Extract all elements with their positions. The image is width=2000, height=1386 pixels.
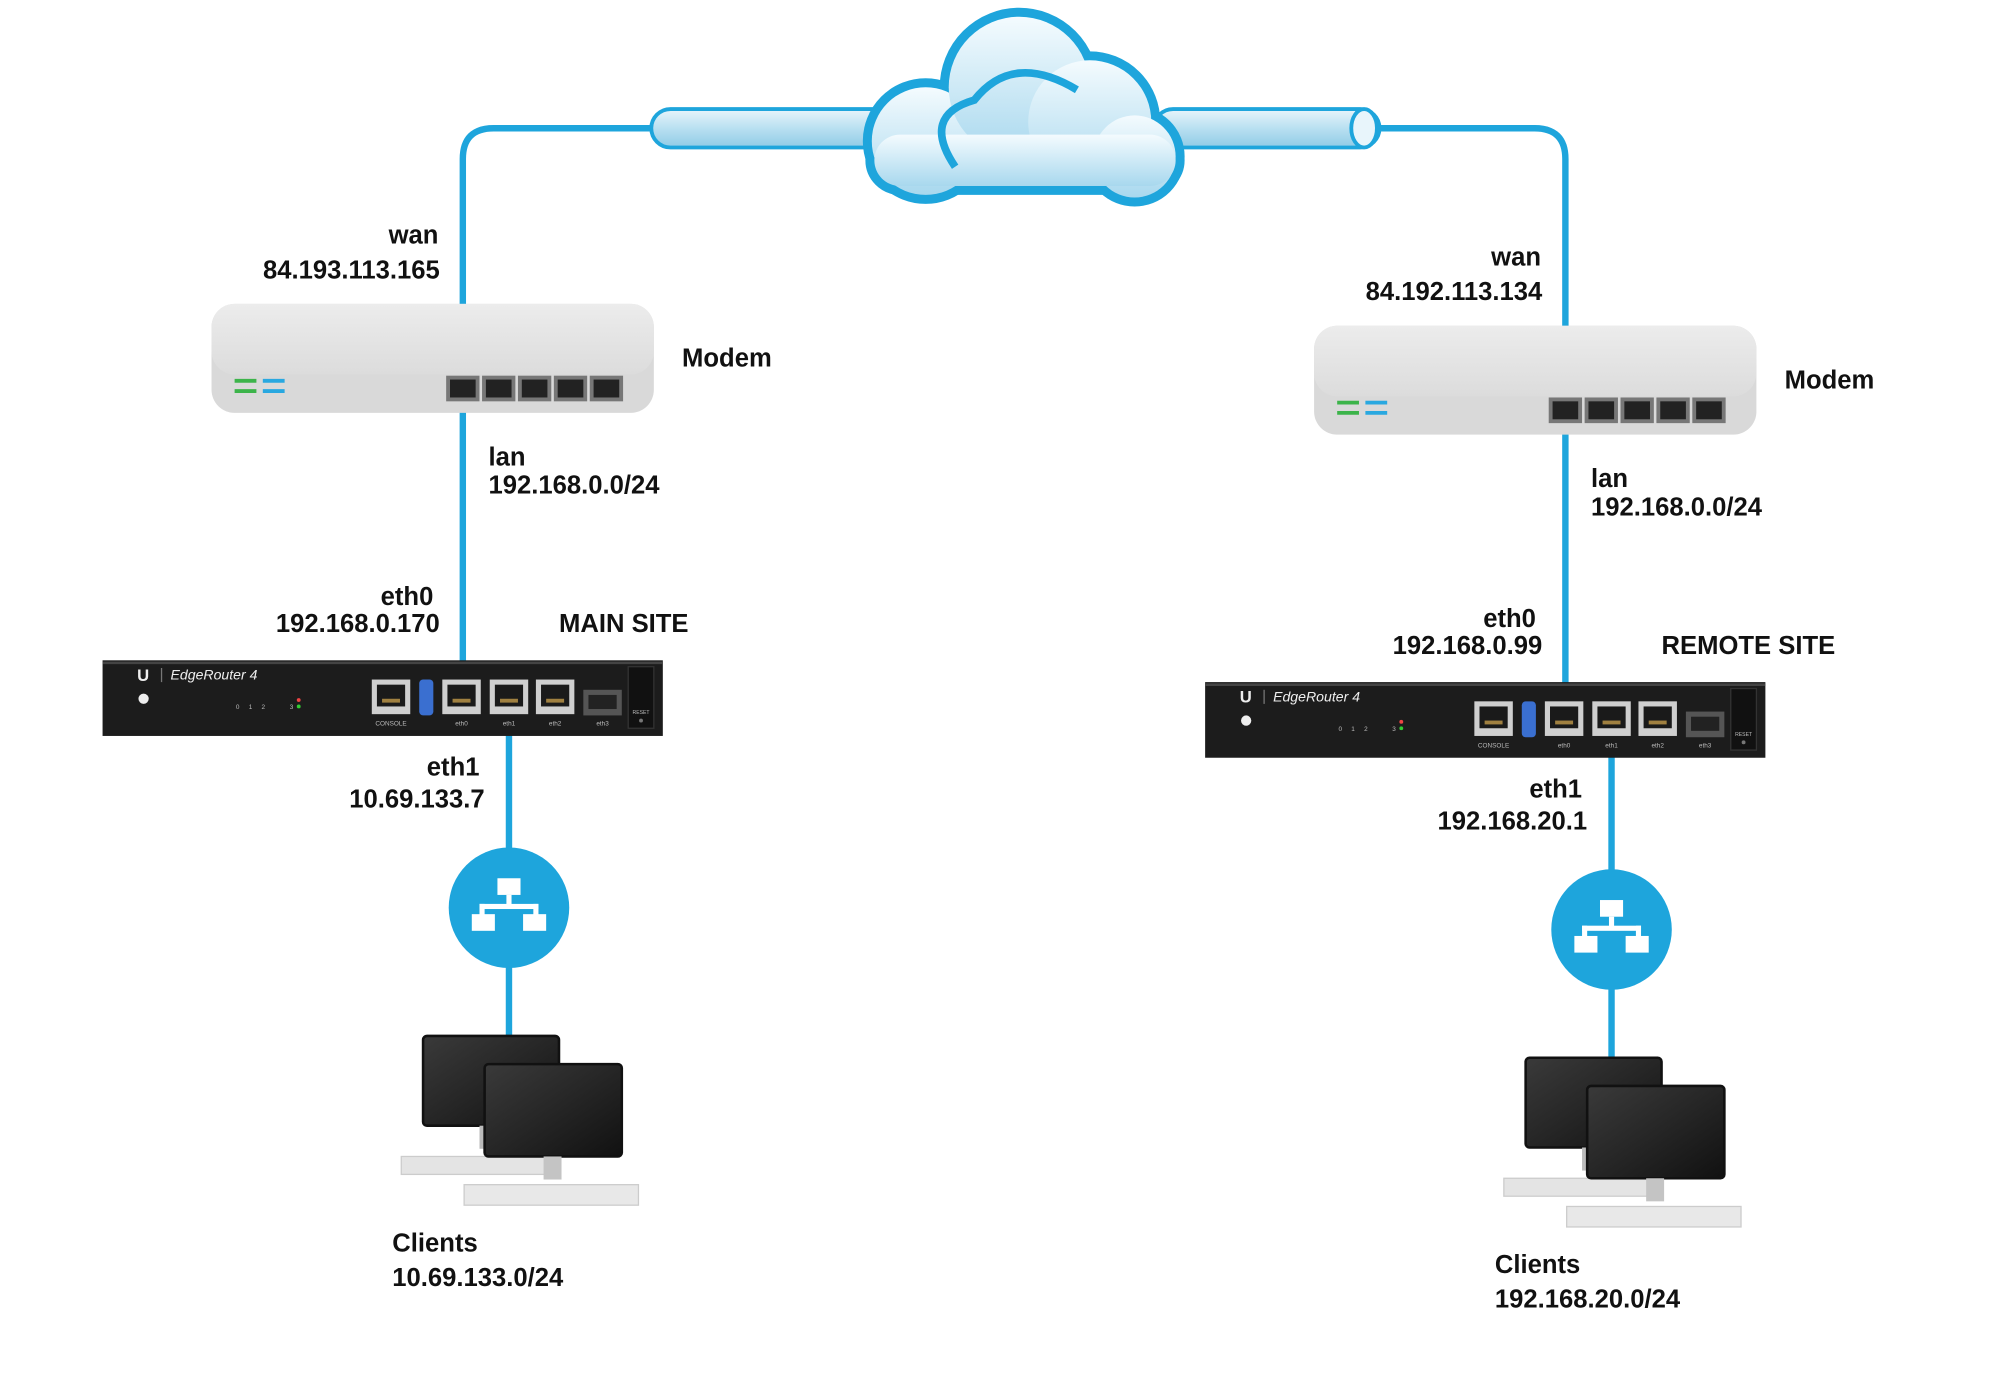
lan-network: 192.168.0.0/24 bbox=[488, 472, 660, 500]
network-switch-icon[interactable] bbox=[1551, 869, 1672, 990]
router-model: EdgeRouter 4 bbox=[171, 667, 258, 683]
site-label: MAIN SITE bbox=[559, 610, 689, 638]
reset-button[interactable]: RESET bbox=[1730, 687, 1758, 751]
cloud-icon bbox=[862, 7, 1185, 207]
led-label: 0 bbox=[1338, 726, 1342, 733]
desktop-computers-icon bbox=[400, 1034, 640, 1206]
led-label: 2 bbox=[1364, 726, 1368, 733]
router-port-eth1[interactable]: eth1 bbox=[489, 679, 529, 728]
wan-link-remote bbox=[1378, 125, 1569, 327]
led-label: 3 bbox=[290, 704, 294, 711]
eth1-ip: 10.69.133.7 bbox=[349, 786, 484, 814]
usb-port[interactable] bbox=[1521, 701, 1536, 738]
router-port-eth2[interactable]: eth2 bbox=[1638, 701, 1677, 749]
led-label: 2 bbox=[262, 704, 266, 711]
port-label: eth0 bbox=[455, 721, 468, 728]
router-port-console[interactable]: CONSOLE bbox=[371, 679, 411, 728]
router-port-eth0[interactable]: eth0 bbox=[1544, 701, 1584, 749]
router-icon[interactable]: U EdgeRouter 4 0 1 2 3 CONSOLE eth0 eth1 bbox=[1205, 682, 1766, 758]
eth0-label: eth0 bbox=[381, 583, 434, 611]
clients-network: 10.69.133.0/24 bbox=[392, 1264, 564, 1292]
reset-button[interactable]: RESET bbox=[627, 666, 655, 729]
modem-port bbox=[1692, 397, 1726, 424]
router-model: EdgeRouter 4 bbox=[1273, 688, 1360, 704]
led-label: 1 bbox=[249, 704, 253, 711]
eth0-ip: 192.168.0.170 bbox=[276, 610, 440, 638]
modem-port bbox=[1620, 397, 1654, 424]
ubiquiti-logo: U bbox=[1240, 688, 1252, 707]
led-label: 1 bbox=[1351, 726, 1355, 733]
clients-label: Clients bbox=[392, 1229, 477, 1257]
wan-link-main bbox=[459, 125, 654, 308]
modem-port bbox=[1584, 397, 1618, 424]
lan-label: lan bbox=[1591, 465, 1628, 493]
desktop-computers-icon bbox=[1503, 1056, 1742, 1228]
usb-port[interactable] bbox=[419, 679, 434, 716]
router-port-eth2[interactable]: eth2 bbox=[535, 679, 575, 728]
port-label: eth1 bbox=[503, 721, 516, 728]
modem-port bbox=[553, 375, 588, 402]
modem-port bbox=[517, 375, 552, 402]
led-label: 3 bbox=[1392, 726, 1396, 733]
port-label: eth0 bbox=[1558, 742, 1571, 749]
lan-network: 192.168.0.0/24 bbox=[1591, 493, 1763, 521]
eth1-label: eth1 bbox=[427, 754, 480, 782]
clients-network: 192.168.20.0/24 bbox=[1495, 1286, 1681, 1314]
ubiquiti-logo: U bbox=[137, 666, 149, 685]
port-label: CONSOLE bbox=[1478, 742, 1509, 749]
router-port-eth0[interactable]: eth0 bbox=[442, 679, 481, 728]
port-label: eth3 bbox=[596, 721, 609, 728]
site-remote: U EdgeRouter 4 0 1 2 3 CONSOLE eth0 eth1 bbox=[1205, 243, 1875, 1314]
port-label: eth1 bbox=[1605, 742, 1618, 749]
router-port-console[interactable]: CONSOLE bbox=[1474, 701, 1513, 749]
modem-icon[interactable] bbox=[1314, 325, 1757, 435]
eth0-label: eth0 bbox=[1483, 605, 1536, 633]
reset-label: RESET bbox=[633, 710, 650, 716]
led-label: 0 bbox=[236, 704, 240, 711]
clients-label: Clients bbox=[1495, 1251, 1580, 1279]
power-led-icon bbox=[1241, 715, 1252, 726]
router-icon[interactable]: U EdgeRouter 4 0 1 2 3 CONSOLE eth0 eth1 bbox=[102, 660, 663, 736]
lan-label: lan bbox=[488, 443, 525, 471]
port-label: eth2 bbox=[1651, 742, 1664, 749]
eth1-ip: 192.168.20.1 bbox=[1438, 808, 1588, 836]
router-port-eth3[interactable]: eth3 bbox=[1685, 711, 1725, 750]
port-label: CONSOLE bbox=[375, 721, 406, 728]
wan-ip: 84.193.113.165 bbox=[263, 256, 440, 284]
modem-label: Modem bbox=[682, 345, 772, 373]
modem-port bbox=[446, 375, 480, 402]
modem-icon[interactable] bbox=[211, 303, 654, 413]
eth1-label: eth1 bbox=[1529, 775, 1582, 803]
wan-ip: 84.192.113.134 bbox=[1366, 278, 1543, 306]
modem-port bbox=[482, 375, 516, 402]
modem-label: Modem bbox=[1785, 367, 1875, 395]
reset-label: RESET bbox=[1735, 732, 1752, 738]
modem-port bbox=[1656, 397, 1690, 424]
port-label: eth2 bbox=[549, 721, 562, 728]
wan-label: wan bbox=[1490, 243, 1541, 271]
vpn-tunnel bbox=[649, 107, 1382, 150]
wan-label: wan bbox=[388, 222, 439, 250]
site-label: REMOTE SITE bbox=[1662, 632, 1836, 660]
port-label: eth3 bbox=[1699, 742, 1712, 749]
network-switch-icon[interactable] bbox=[448, 847, 570, 968]
power-led-icon bbox=[138, 693, 149, 704]
site-main: U EdgeRouter 4 0 1 2 3 CONSOLE eth0 eth1 bbox=[102, 222, 772, 1292]
router-port-eth3[interactable]: eth3 bbox=[583, 689, 622, 728]
modem-port bbox=[589, 375, 624, 402]
modem-port bbox=[1548, 397, 1583, 424]
eth0-ip: 192.168.0.99 bbox=[1393, 632, 1543, 660]
router-port-eth1[interactable]: eth1 bbox=[1592, 701, 1631, 749]
